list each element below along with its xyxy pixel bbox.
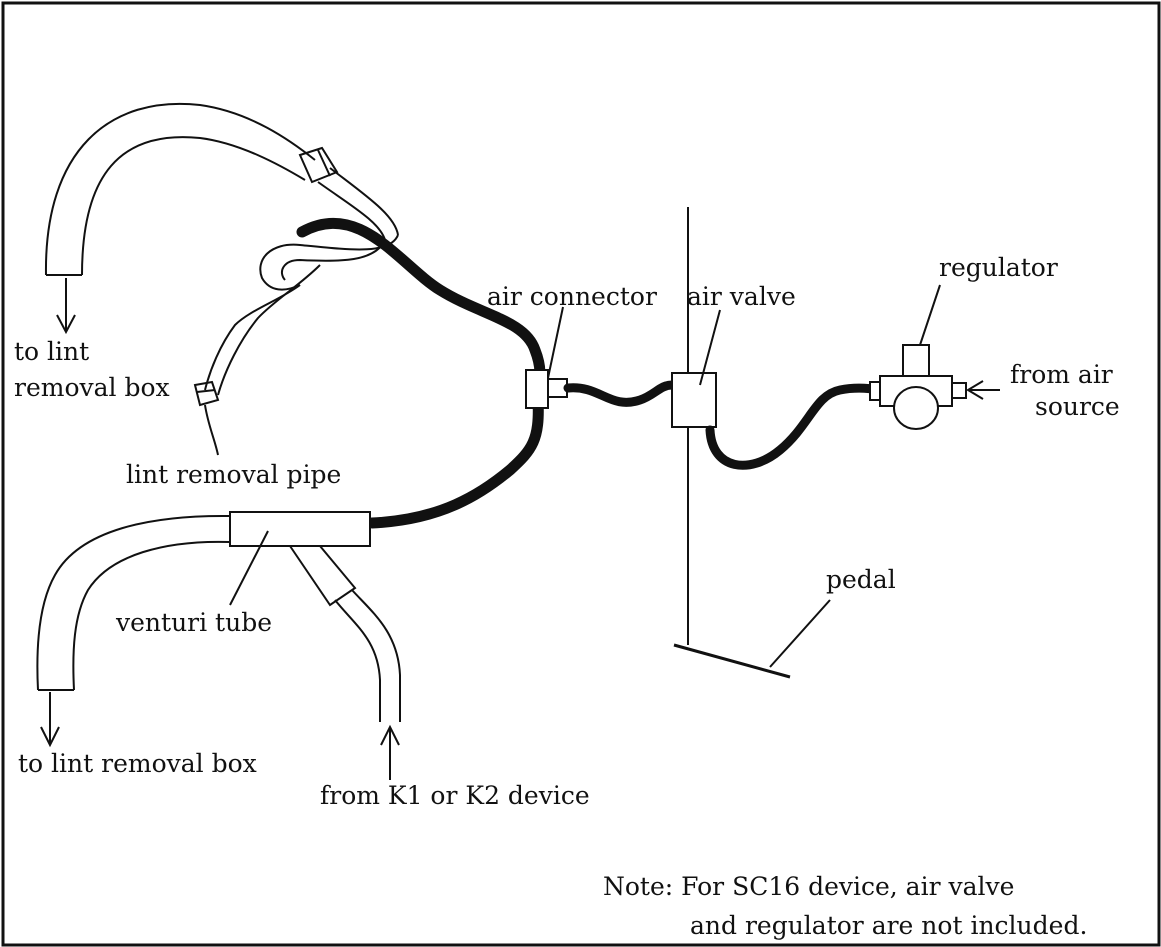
main-air-hose (296, 217, 546, 529)
label-lint-removal-pipe: lint removal pipe (126, 460, 342, 489)
note-line-2: and regulator are not included. (690, 911, 1088, 940)
upper-suction-tube (44, 102, 399, 276)
label-from-air-1: from air (1010, 360, 1113, 389)
lower-suction-tube (36, 514, 231, 691)
note-line-1: Note: For SC16 device, air valve (603, 872, 1015, 901)
label-from-device: from K1 or K2 device (320, 781, 590, 810)
connector-to-valve-hose (563, 380, 677, 407)
arrow-down-icon (56, 278, 76, 335)
arrow-left-icon (966, 380, 1000, 400)
regulator-leader (919, 284, 941, 346)
label-to-lint-box-lower: to lint removal box (18, 749, 257, 778)
label-to-lint-box-upper-1: to lint (14, 337, 90, 366)
label-venturi-tube: venturi tube (116, 608, 273, 637)
air-connector (525, 369, 568, 409)
regulator (869, 344, 967, 430)
device-input-tube (334, 589, 401, 722)
venturi-leader (229, 530, 269, 606)
venturi-tube (229, 511, 371, 607)
arrow-up-icon (380, 724, 400, 780)
label-pedal: pedal (826, 565, 896, 594)
label-air-connector: air connector (487, 282, 657, 311)
pedal-leader (769, 599, 831, 668)
valve-to-regulator-hose (705, 383, 885, 470)
arrow-down-icon (40, 692, 60, 748)
air-connector-leader (547, 306, 564, 379)
label-to-lint-box-upper-2: removal box (14, 373, 170, 402)
lint-removal-pipe (193, 234, 399, 456)
pedal (673, 643, 791, 679)
label-regulator: regulator (939, 253, 1058, 282)
air-valve (671, 372, 717, 428)
air-valve-leader (699, 309, 721, 386)
label-air-valve: air valve (687, 282, 796, 311)
label-from-air-2: source (1035, 392, 1120, 421)
